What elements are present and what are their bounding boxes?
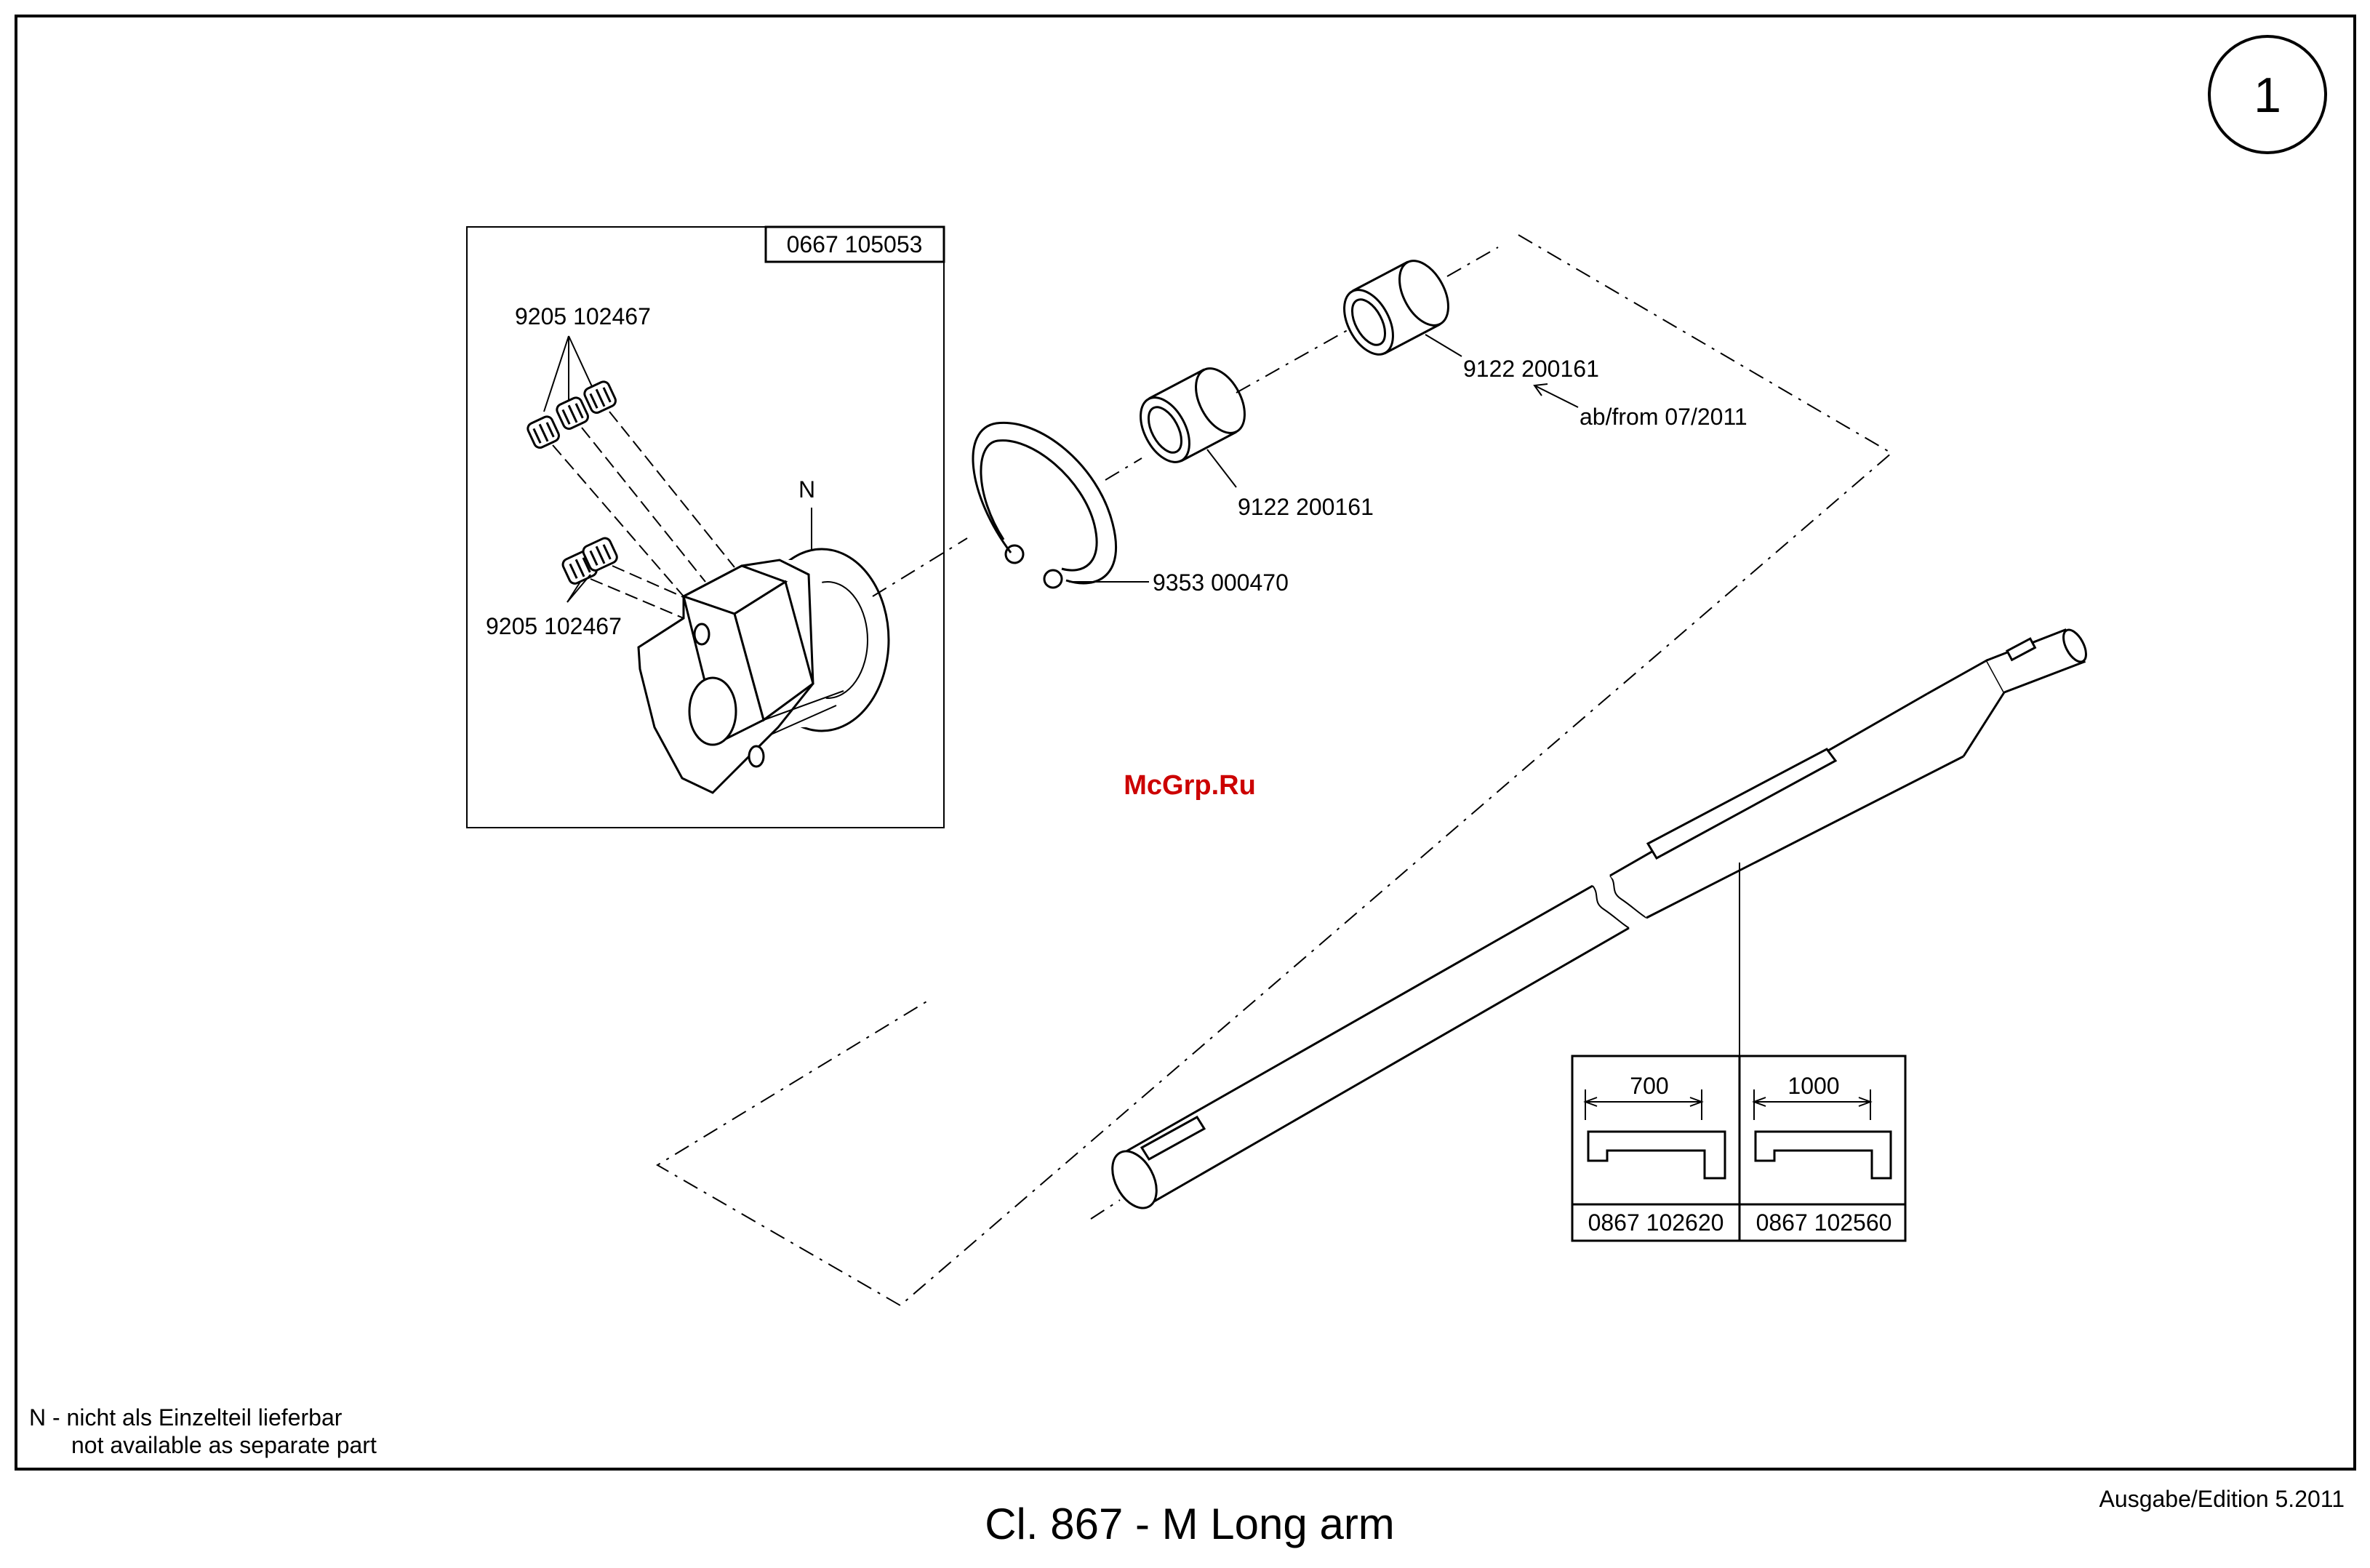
shaft bbox=[1103, 626, 2091, 1215]
edition-label: Ausgabe/Edition 5.2011 bbox=[2099, 1486, 2345, 1512]
shaft-700-part: 0867 102620 bbox=[1588, 1209, 1724, 1236]
ring-axis bbox=[1105, 458, 1142, 480]
setscrew-upper-label: 9205 102467 bbox=[515, 303, 651, 329]
shaft-700-icon bbox=[1585, 1089, 1725, 1178]
page-number-badge: 1 bbox=[2209, 36, 2326, 153]
hub-axis bbox=[873, 538, 967, 596]
shaft-1000-icon bbox=[1754, 1089, 1891, 1178]
from-note: ab/from 07/2011 bbox=[1580, 404, 1748, 430]
shaft-1000-part: 0867 102560 bbox=[1756, 1209, 1892, 1236]
bearing-rear-axis bbox=[1447, 247, 1498, 276]
setscrew-lower-axes bbox=[591, 566, 698, 618]
hub-part bbox=[638, 549, 889, 793]
footnote-line1: N - nicht als Einzelteil lieferbar bbox=[29, 1404, 343, 1431]
bearing-rear-label: 9122 200161 bbox=[1463, 356, 1599, 382]
bearing-front-label: 9122 200161 bbox=[1238, 494, 1374, 520]
setscrew-upper-icons bbox=[526, 380, 617, 449]
hub-marker-label: N bbox=[798, 476, 815, 503]
footnote-line2: not available as separate part bbox=[71, 1432, 377, 1458]
watermark: McGrp.Ru bbox=[1124, 770, 1256, 801]
bearing-rear-leader bbox=[1425, 335, 1462, 356]
shaft-axis bbox=[1091, 1200, 1120, 1219]
retaining-ring bbox=[973, 423, 1116, 588]
page-number: 1 bbox=[2254, 68, 2281, 123]
setscrew-lower-label: 9205 102467 bbox=[486, 613, 622, 639]
bearing-front bbox=[1131, 360, 1255, 470]
page-frame bbox=[16, 16, 2355, 1469]
bearing-axis bbox=[1236, 327, 1353, 393]
shaft-700-dimension: 700 bbox=[1630, 1073, 1668, 1099]
assembly-part-number: 0667 105053 bbox=[787, 231, 923, 257]
bearing-rear bbox=[1334, 252, 1459, 362]
shaft-1000-dimension: 1000 bbox=[1787, 1073, 1839, 1099]
assembly-envelope-dashed bbox=[657, 235, 1891, 1305]
setscrew-lower-icons bbox=[561, 536, 618, 585]
from-note-arrow bbox=[1534, 384, 1578, 407]
ring-label: 9353 000470 bbox=[1153, 569, 1289, 596]
page-title: Cl. 867 - M Long arm bbox=[985, 1500, 1395, 1548]
bearing-front-leader bbox=[1207, 449, 1236, 487]
